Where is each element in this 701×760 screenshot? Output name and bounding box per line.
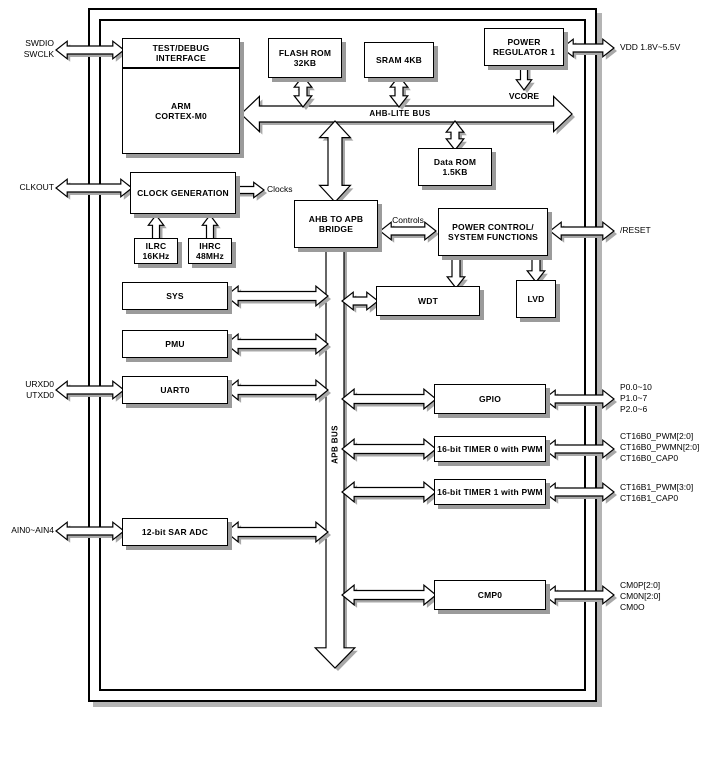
pin-p0: P0.0~10 <box>620 382 652 392</box>
pin-p1: P1.0~7 <box>620 393 648 403</box>
uart0-apb-link <box>225 378 329 402</box>
uart0-pin-link <box>55 379 125 401</box>
block-label-data-rom: Data ROM 1.5KB <box>433 157 477 177</box>
datarom-ahb-link <box>444 120 466 151</box>
pin-ct16b0-cap0: CT16B0_CAP0 <box>620 453 679 463</box>
block-power-control: POWER CONTROL/ SYSTEM FUNCTIONS <box>438 208 548 256</box>
block-label-adc: 12-bit SAR ADC <box>141 527 209 537</box>
block-arm-cortex-m0: ARM CORTEX-M0 <box>122 68 240 154</box>
block-label-lvd: LVD <box>527 294 545 304</box>
block-label-ihrc: IHRC 48MHz <box>196 241 224 261</box>
reset-pin-link <box>549 220 615 242</box>
cmp0-apb-link <box>341 583 437 607</box>
pmu-apb-link <box>225 332 329 356</box>
flash-ahb-link <box>292 75 314 108</box>
controls-label: Controls <box>392 215 424 225</box>
ain-pin-link <box>55 520 125 542</box>
pin-clkout: CLKOUT <box>19 182 54 192</box>
block-label-flash: FLASH ROM 32KB <box>278 48 332 68</box>
block-label-timer0: 16-bit TIMER 0 with PWM <box>437 444 543 454</box>
block-ilrc: ILRC 16KHz <box>134 238 178 264</box>
block-uart0: UART0 <box>122 376 228 404</box>
block-label-ilrc: ILRC 16KHz <box>142 241 170 261</box>
block-test-debug-interface: TEST/DEBUG INTERFACE <box>122 38 240 68</box>
block-ahb-apb-bridge: AHB TO APB BRIDGE <box>294 200 378 248</box>
block-label-sys: SYS <box>166 291 184 301</box>
block-timer1: 16-bit TIMER 1 with PWM <box>434 479 546 505</box>
apb-bus <box>313 245 357 669</box>
pin-ct16b0-pwmn: CT16B0_PWMN[2:0] <box>620 442 700 452</box>
gpio-apb-link <box>341 387 437 411</box>
clkout-pin-link <box>55 177 133 199</box>
vcore-label: VCORE <box>508 91 540 101</box>
pin-ct16b1-pwm: CT16B1_PWM[3:0] <box>620 482 694 492</box>
pin-ain: AIN0~AIN4 <box>11 525 54 535</box>
block-label-pmu: PMU <box>165 339 185 349</box>
block-pmu: PMU <box>122 330 228 358</box>
ahb-lite-bus <box>240 94 573 134</box>
pin-utxd0: UTXD0 <box>26 390 54 400</box>
cmp0-pin-link <box>543 584 615 606</box>
clocks-out-link <box>233 181 266 199</box>
adc-apb-link <box>225 520 329 544</box>
pin-p2: P2.0~6 <box>620 404 648 414</box>
ahb-bus-label: AHB-LITE BUS <box>369 109 431 118</box>
block-label-power-control: POWER CONTROL/ SYSTEM FUNCTIONS <box>447 222 539 242</box>
block-cmp0: CMP0 <box>434 580 546 610</box>
block-wdt: WDT <box>376 286 480 316</box>
powerctrl-wdt-link <box>445 253 467 289</box>
block-power-regulator: POWER REGULATOR 1 <box>484 28 564 66</box>
pin-cm0o: CM0O <box>620 602 645 612</box>
pin-swclk: SWCLK <box>23 49 54 59</box>
block-label-sram: SRAM 4KB <box>376 55 422 65</box>
block-gpio: GPIO <box>434 384 546 414</box>
pin-ct16b1-cap0: CT16B1_CAP0 <box>620 493 679 503</box>
block-sys: SYS <box>122 282 228 310</box>
block-label-clock-generation: CLOCK GENERATION <box>137 188 229 198</box>
swd-pin-link <box>55 39 125 61</box>
block-ihrc: IHRC 48MHz <box>188 238 232 264</box>
vdd-pin-link <box>561 37 615 59</box>
pin-reset: /RESET <box>620 225 651 235</box>
sys-apb-link <box>225 284 329 308</box>
block-label-test-debug: TEST/DEBUG INTERFACE <box>152 43 210 63</box>
timer0-apb-link <box>341 437 437 461</box>
block-label-power-regulator: POWER REGULATOR 1 <box>492 37 556 57</box>
vcore-link <box>515 63 533 92</box>
controls-link <box>379 220 437 242</box>
pin-urxd0: URXD0 <box>25 379 54 389</box>
powerctrl-lvd-link <box>525 253 547 283</box>
block-label-wdt: WDT <box>418 296 438 306</box>
clocks-label: Clocks <box>267 184 293 194</box>
block-label-timer1: 16-bit TIMER 1 with PWM <box>437 487 543 497</box>
block-label-bridge: AHB TO APB BRIDGE <box>308 214 364 234</box>
gpio-pin-link <box>543 388 615 410</box>
apb-bus-label: APB BUS <box>330 425 340 464</box>
block-label-gpio: GPIO <box>478 394 502 404</box>
block-clock-generation: CLOCK GENERATION <box>130 172 236 214</box>
block-label-arm: ARM CORTEX-M0 <box>155 101 207 121</box>
timer1-pin-link <box>543 481 615 503</box>
block-label-uart0: UART0 <box>160 385 190 395</box>
pin-ct16b0-pwm: CT16B0_PWM[2:0] <box>620 431 694 441</box>
timer1-apb-link <box>341 480 437 504</box>
block-timer0: 16-bit TIMER 0 with PWM <box>434 436 546 462</box>
block-sram: SRAM 4KB <box>364 42 434 78</box>
pin-vdd: VDD 1.8V~5.5V <box>620 42 681 52</box>
block-lvd: LVD <box>516 280 556 318</box>
block-sar-adc: 12-bit SAR ADC <box>122 518 228 546</box>
ihrc-link <box>201 213 219 241</box>
wdt-apb-link <box>341 290 379 312</box>
ilrc-link <box>147 213 165 241</box>
sram-ahb-link <box>388 75 410 108</box>
pin-swdio: SWDIO <box>25 38 54 48</box>
timer0-pin-link <box>543 438 615 460</box>
block-data-rom: Data ROM 1.5KB <box>418 148 492 186</box>
pin-cm0n: CM0N[2:0] <box>620 591 661 601</box>
block-label-cmp0: CMP0 <box>477 590 503 600</box>
pin-cm0p: CM0P[2:0] <box>620 580 661 590</box>
block-flash-rom: FLASH ROM 32KB <box>268 38 342 78</box>
bridge-ahb-link <box>318 120 352 203</box>
